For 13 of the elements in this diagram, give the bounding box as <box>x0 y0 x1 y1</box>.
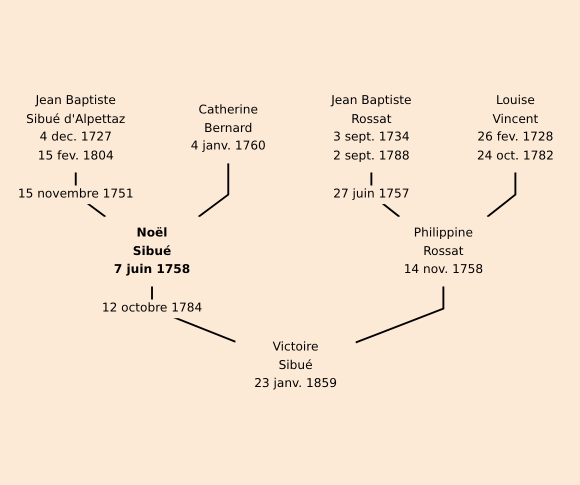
node-text: Noël Sibué 7 juin 1758 <box>114 226 190 277</box>
edge-label: 12 octobre 1784 <box>102 301 202 316</box>
node-text: Jean Baptiste Sibué d'Alpettaz 4 dec. 1727 15 fev. 1804 <box>26 94 126 163</box>
edge-label: 27 juin 1757 <box>333 187 410 202</box>
node-text: Philippine Rossat 14 nov. 1758 <box>404 226 484 277</box>
node-text: Catherine Bernard 4 janv. 1760 <box>190 102 266 154</box>
node-text: Louise Vincent 26 fev. 1728 24 oct. 1782 <box>476 94 554 163</box>
connector <box>355 286 444 344</box>
node-text: Victoire Sibué 23 janv. 1859 <box>254 340 337 391</box>
edge-label: 15 novembre 1751 <box>18 187 134 202</box>
node-text: Jean Baptiste Rossat 3 sept. 1734 2 sept. 1788 <box>331 94 412 163</box>
connector <box>486 172 516 218</box>
connector <box>198 163 230 218</box>
